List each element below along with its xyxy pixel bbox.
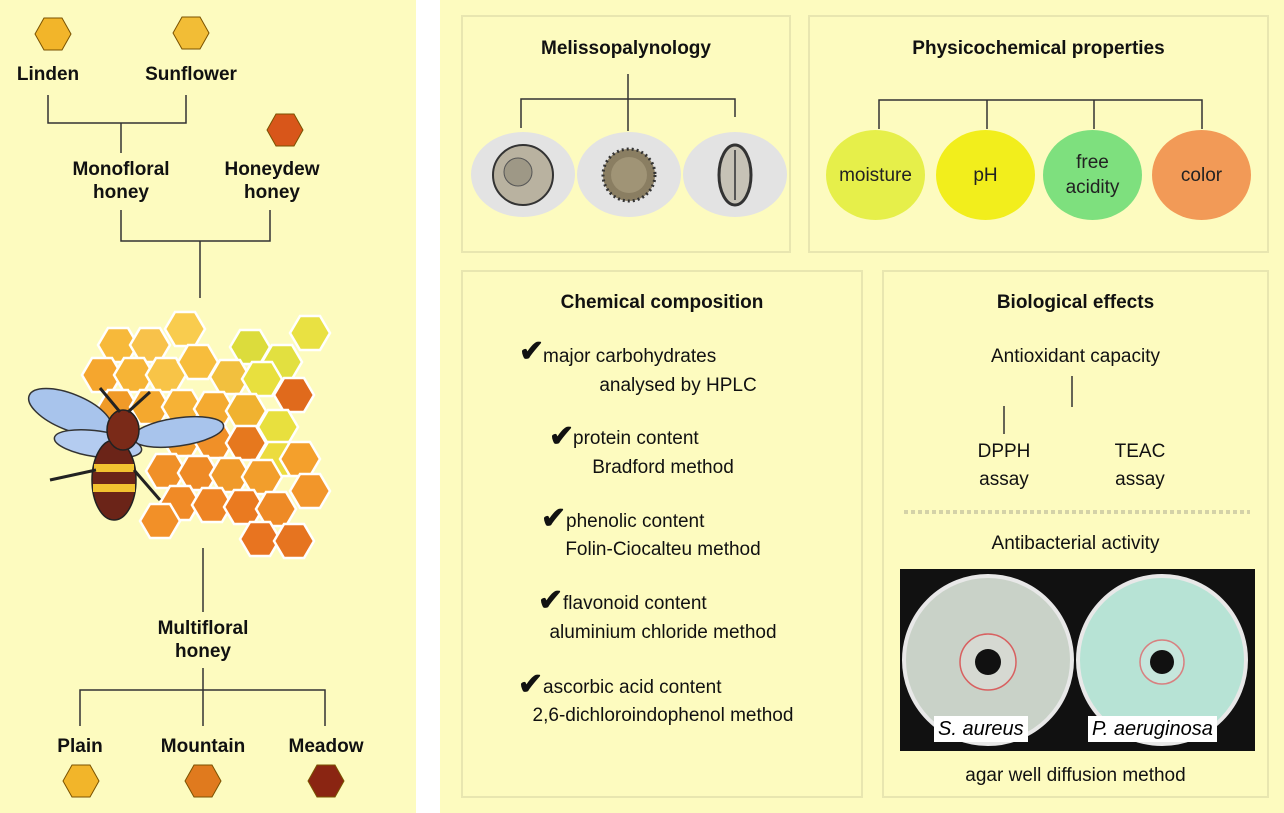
- chem-item-4-line-2: aluminium chloride method: [549, 622, 777, 643]
- oval-pollen-icon: [717, 143, 753, 206]
- linden-hexagon-icon: [34, 17, 72, 51]
- mountain-label: Mountain: [160, 736, 246, 757]
- bio-connectors: [904, 376, 1250, 514]
- biological-effects-title: Biological effects: [996, 292, 1155, 313]
- check-icon: ✔: [541, 502, 567, 535]
- chemical-composition-title: Chemical composition: [560, 292, 764, 313]
- moisture-label: moisture: [839, 164, 912, 186]
- petri-dish-icon: [902, 574, 1248, 746]
- s-aureus-label: S. aureus: [934, 716, 1028, 742]
- meadow-label: Meadow: [288, 736, 364, 757]
- chem-item-5-line-1: ascorbic acid content: [543, 677, 722, 698]
- p-aeruginosa-label: P. aeruginosa: [1088, 716, 1217, 742]
- check-icon: ✔: [518, 668, 544, 701]
- antioxidant-capacity-label: Antioxidant capacity: [991, 346, 1160, 367]
- teac-label-2: assay: [1115, 469, 1165, 490]
- pollen-grain-icon: [492, 143, 554, 206]
- chem-item-1-line-1: major carbohydrates: [543, 346, 717, 367]
- honey-types-panel: Linden Sunflower Monofloral honey Honeyd…: [0, 0, 416, 813]
- sunflower-hexagon-icon: [172, 16, 210, 50]
- chem-item-2-line-2: Bradford method: [592, 457, 734, 478]
- bee-icon: [27, 387, 225, 521]
- spiky-pollen-icon: [601, 147, 657, 202]
- plain-hexagon-icon: [62, 764, 100, 798]
- agar-plates-photo: S. aureus P. aeruginosa: [900, 569, 1255, 751]
- melissopalynology-box: Melissopalynology: [461, 15, 791, 253]
- chem-item-2-line-1: protein content: [573, 428, 699, 449]
- check-icon: ✔: [538, 584, 564, 617]
- biological-effects-box: Biological effects Antioxidant capacity …: [882, 270, 1269, 798]
- chem-item-5-line-2: 2,6-dichloroindophenol method: [532, 705, 794, 726]
- dpph-label-1: DPPH: [977, 441, 1031, 462]
- pollen-image-1: [471, 132, 575, 217]
- agar-well-method-label: agar well diffusion method: [965, 765, 1186, 786]
- chem-item-3-line-1: phenolic content: [566, 511, 705, 532]
- mountain-hexagon-icon: [184, 764, 222, 798]
- pollen-image-3: [683, 132, 787, 217]
- monofloral-label-1: Monofloral: [72, 159, 170, 180]
- free-acidity-circle: free acidity: [1043, 130, 1142, 220]
- color-circle: color: [1152, 130, 1251, 220]
- physico-connectors: [878, 99, 1203, 129]
- ph-circle: pH: [936, 130, 1035, 220]
- plain-label: Plain: [57, 736, 103, 757]
- teac-label-1: TEAC: [1114, 441, 1166, 462]
- chem-item-4-line-1: flavonoid content: [563, 593, 707, 614]
- free-acidity-label-1: free: [1076, 152, 1109, 173]
- honeydew-label-2: honey: [244, 182, 300, 203]
- physicochemical-box: Physicochemical properties moisture pH f…: [808, 15, 1269, 253]
- honey-tree-connectors: [27, 16, 345, 798]
- multifloral-label-2: honey: [175, 641, 231, 662]
- chemical-composition-box: Chemical composition ✔ major carbohydrat…: [461, 270, 863, 798]
- monofloral-label-2: honey: [93, 182, 149, 203]
- honeycomb-icon: [80, 310, 332, 560]
- honeydew-hexagon-icon: [266, 113, 304, 147]
- pollen-connectors: [520, 74, 736, 131]
- color-label: color: [1180, 164, 1223, 186]
- sunflower-label: Sunflower: [145, 64, 237, 85]
- honeydew-label-1: Honeydew: [224, 159, 320, 180]
- linden-label: Linden: [16, 64, 80, 85]
- free-acidity-label-2: acidity: [1065, 177, 1120, 198]
- chem-item-1-line-2: analysed by HPLC: [599, 375, 757, 396]
- check-icon: ✔: [549, 420, 575, 453]
- multifloral-label-1: Multifloral: [157, 618, 249, 639]
- dpph-label-2: assay: [979, 469, 1029, 490]
- meadow-hexagon-icon: [307, 764, 345, 798]
- antibacterial-activity-label: Antibacterial activity: [991, 533, 1160, 554]
- check-icon: ✔: [519, 335, 545, 368]
- physicochemical-title: Physicochemical properties: [912, 38, 1165, 59]
- pollen-image-2: [577, 132, 681, 217]
- ph-label: pH: [973, 164, 998, 186]
- moisture-circle: moisture: [826, 130, 925, 220]
- melissopalynology-title: Melissopalynology: [541, 38, 711, 59]
- chem-item-3-line-2: Folin-Ciocalteu method: [565, 539, 761, 560]
